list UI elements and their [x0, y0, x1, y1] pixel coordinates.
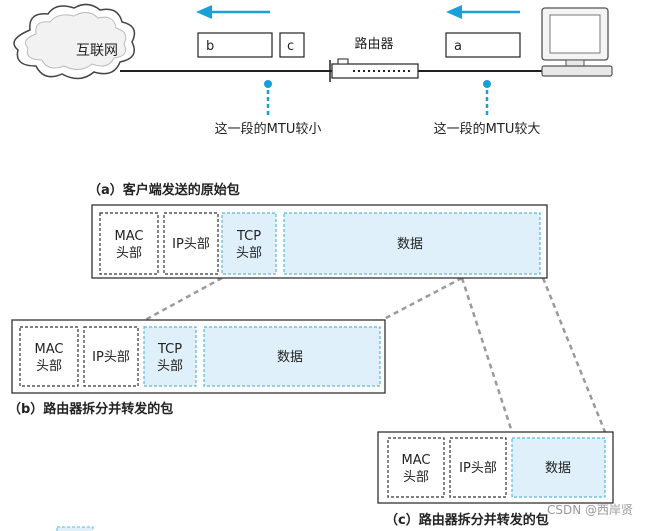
mac-header-box	[99, 212, 159, 275]
cloud-label: 互联网	[76, 43, 118, 59]
internet-cloud-icon	[13, 3, 136, 80]
tcp-header-box	[143, 326, 197, 387]
mac-header-label: MAC	[115, 229, 144, 244]
connector-line	[541, 277, 607, 433]
mtu-large-label: 这一段的MTU较大	[434, 121, 541, 137]
packet-b-label: b	[206, 39, 214, 54]
data-label: 数据	[545, 461, 571, 476]
packet-a-box	[445, 32, 521, 58]
packet-c-label: c	[287, 39, 294, 54]
watermark: CSDN @西岸贤	[547, 503, 633, 517]
packet-b-box	[197, 32, 273, 58]
left-arrow-icon	[446, 5, 520, 19]
tcp-header-label: 头部	[157, 359, 183, 374]
ip-header-box	[449, 437, 507, 498]
data-box	[203, 326, 381, 387]
data-box	[283, 212, 541, 275]
fragment-packet-c: MAC 头部 IP头部 数据 （c）路由器拆分并转发的包	[377, 431, 614, 528]
left-arrow-icon	[196, 5, 270, 19]
caption-a: （a）客户端发送的原始包	[88, 182, 240, 198]
ip-header-box	[163, 212, 219, 275]
network-topology: 互联网 路由器 b c a	[13, 3, 613, 137]
ip-header-box	[83, 326, 139, 387]
mtu-small-label: 这一段的MTU较小	[215, 121, 322, 137]
mac-header-box	[387, 437, 445, 498]
data-label: 数据	[397, 237, 423, 252]
connector-line	[144, 276, 223, 322]
connector-line	[460, 277, 514, 433]
tcp-header-label: TCP	[236, 229, 261, 244]
mac-header-box	[19, 326, 79, 387]
mtu-marker-dot	[264, 80, 272, 88]
mac-header-label: MAC	[35, 342, 64, 357]
legend-fragment-box	[56, 526, 94, 531]
tcp-header-label: TCP	[157, 342, 182, 357]
tcp-header-box	[221, 212, 277, 275]
connector-line	[381, 276, 463, 322]
data-label: 数据	[277, 350, 303, 365]
data-box	[511, 437, 606, 498]
router-icon	[329, 58, 419, 82]
packet-c-box	[279, 32, 305, 58]
router-label: 路由器	[354, 36, 393, 52]
original-packet: （a）客户端发送的原始包 MAC 头部 IP头部 TCP 头部 数据	[88, 182, 548, 279]
ip-header-label: IP头部	[172, 237, 210, 252]
mac-header-label: 头部	[36, 359, 62, 374]
fragment-connectors	[144, 276, 607, 433]
caption-b: （b）路由器拆分并转发的包	[8, 401, 173, 417]
mtu-marker-dot	[483, 80, 491, 88]
packet-a-label: a	[454, 39, 462, 54]
mac-header-label: MAC	[402, 453, 431, 468]
mac-header-label: 头部	[403, 470, 429, 485]
fragment-packet-b: MAC 头部 IP头部 TCP 头部 数据 （b）路由器拆分并转发的包	[8, 319, 386, 417]
ip-header-label: IP头部	[459, 461, 497, 476]
ip-header-label: IP头部	[92, 350, 130, 365]
caption-c: （c）路由器拆分并转发的包	[385, 512, 549, 528]
computer-icon	[541, 7, 613, 77]
tcp-header-label: 头部	[236, 246, 262, 261]
mac-header-label: 头部	[116, 246, 142, 261]
